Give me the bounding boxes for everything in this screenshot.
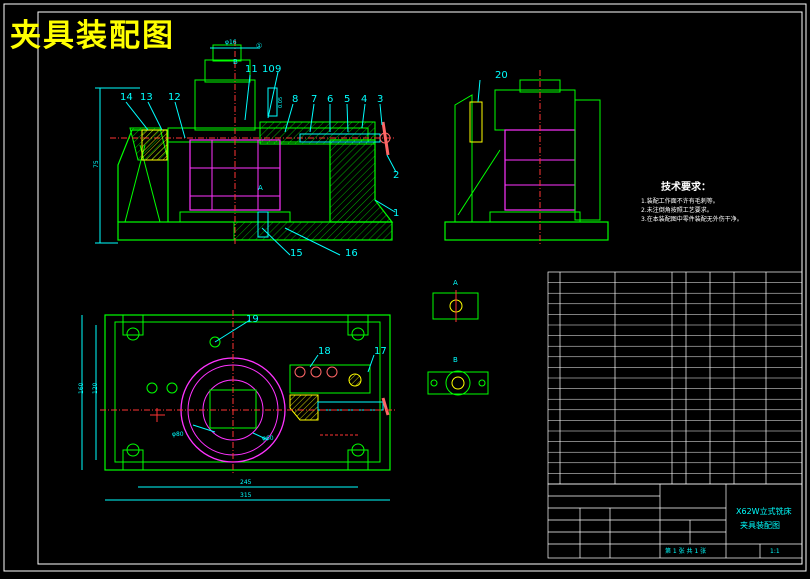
title-block <box>547 483 803 559</box>
part-label-11: 11 <box>245 64 258 75</box>
front-view-part-numbers: 14 13 12 11 10 9 8 7 6 5 4 3 2 1 15 16 φ… <box>93 39 399 259</box>
dim-circle-1: φ80 <box>172 431 184 438</box>
section-a-label-front: A <box>258 184 263 192</box>
part-label-15: 15 <box>290 248 303 259</box>
side-view <box>444 70 609 245</box>
part-label-3: 3 <box>377 94 383 105</box>
part-label-16: 16 <box>345 248 358 259</box>
ref-label-b: B <box>233 58 238 66</box>
section-a-label: A <box>453 279 458 287</box>
dim-width-outer: 160 <box>78 382 85 394</box>
part-label-10: 10 <box>262 64 275 75</box>
section-view-b <box>427 370 489 396</box>
dim-circle-2: φ60 <box>262 435 274 442</box>
dim-height: 75 <box>93 160 100 168</box>
part-label-14: 14 <box>120 92 133 103</box>
tech-requirement-1: 1.装配工作面不许有毛刺等。 <box>641 198 719 205</box>
title-block-name-2: 夹具装配图 <box>740 520 780 530</box>
section-view-a <box>432 290 479 322</box>
section-b-label: B <box>453 356 458 364</box>
parts-list-rows <box>548 282 802 474</box>
part-label-9-top: 9 <box>275 64 281 75</box>
dim-phi-top: φ16 <box>225 39 237 46</box>
tol-label: 0.05 <box>278 97 284 108</box>
part-label-19: 19 <box>246 314 259 325</box>
dim-length-outer: 315 <box>240 492 252 499</box>
part-label-2: 2 <box>393 170 399 181</box>
top-view <box>81 310 395 501</box>
part-label-7: 7 <box>311 94 317 105</box>
part-label-4: 4 <box>361 94 367 105</box>
part-label-12: 12 <box>168 92 181 103</box>
part-label-6: 6 <box>327 94 333 105</box>
part-label-18: 18 <box>318 346 331 357</box>
outer-border <box>3 3 807 572</box>
tech-requirement-2: 2.未注倒角按照工艺要求。 <box>641 207 713 214</box>
tech-requirement-3: 3.在本装配图中零件装配无外伤干净。 <box>641 216 743 223</box>
part-label-8: 8 <box>292 94 298 105</box>
top-view-labels: 19 18 17 160 120 245 315 φ80 φ60 <box>78 314 387 499</box>
title-block-scale: 1:1 <box>770 548 780 555</box>
part-label-17: 17 <box>374 346 387 357</box>
title-block-name-1: X62W立式铣床 <box>736 506 792 516</box>
part-label-5: 5 <box>344 94 350 105</box>
part-label-20: 20 <box>495 70 508 81</box>
part-label-1: 1 <box>393 208 399 219</box>
title-block-sheet: 第 1 张 共 1 张 <box>665 547 706 555</box>
part-label-13: 13 <box>140 92 153 103</box>
front-view <box>95 40 397 256</box>
tech-requirements-heading: 技术要求： <box>661 182 711 193</box>
dim-length-inner: 245 <box>240 479 252 486</box>
sym-label: ① <box>256 42 262 50</box>
dim-width-inner: 120 <box>92 382 99 394</box>
drawing-title: 夹具装配图 <box>10 18 175 54</box>
